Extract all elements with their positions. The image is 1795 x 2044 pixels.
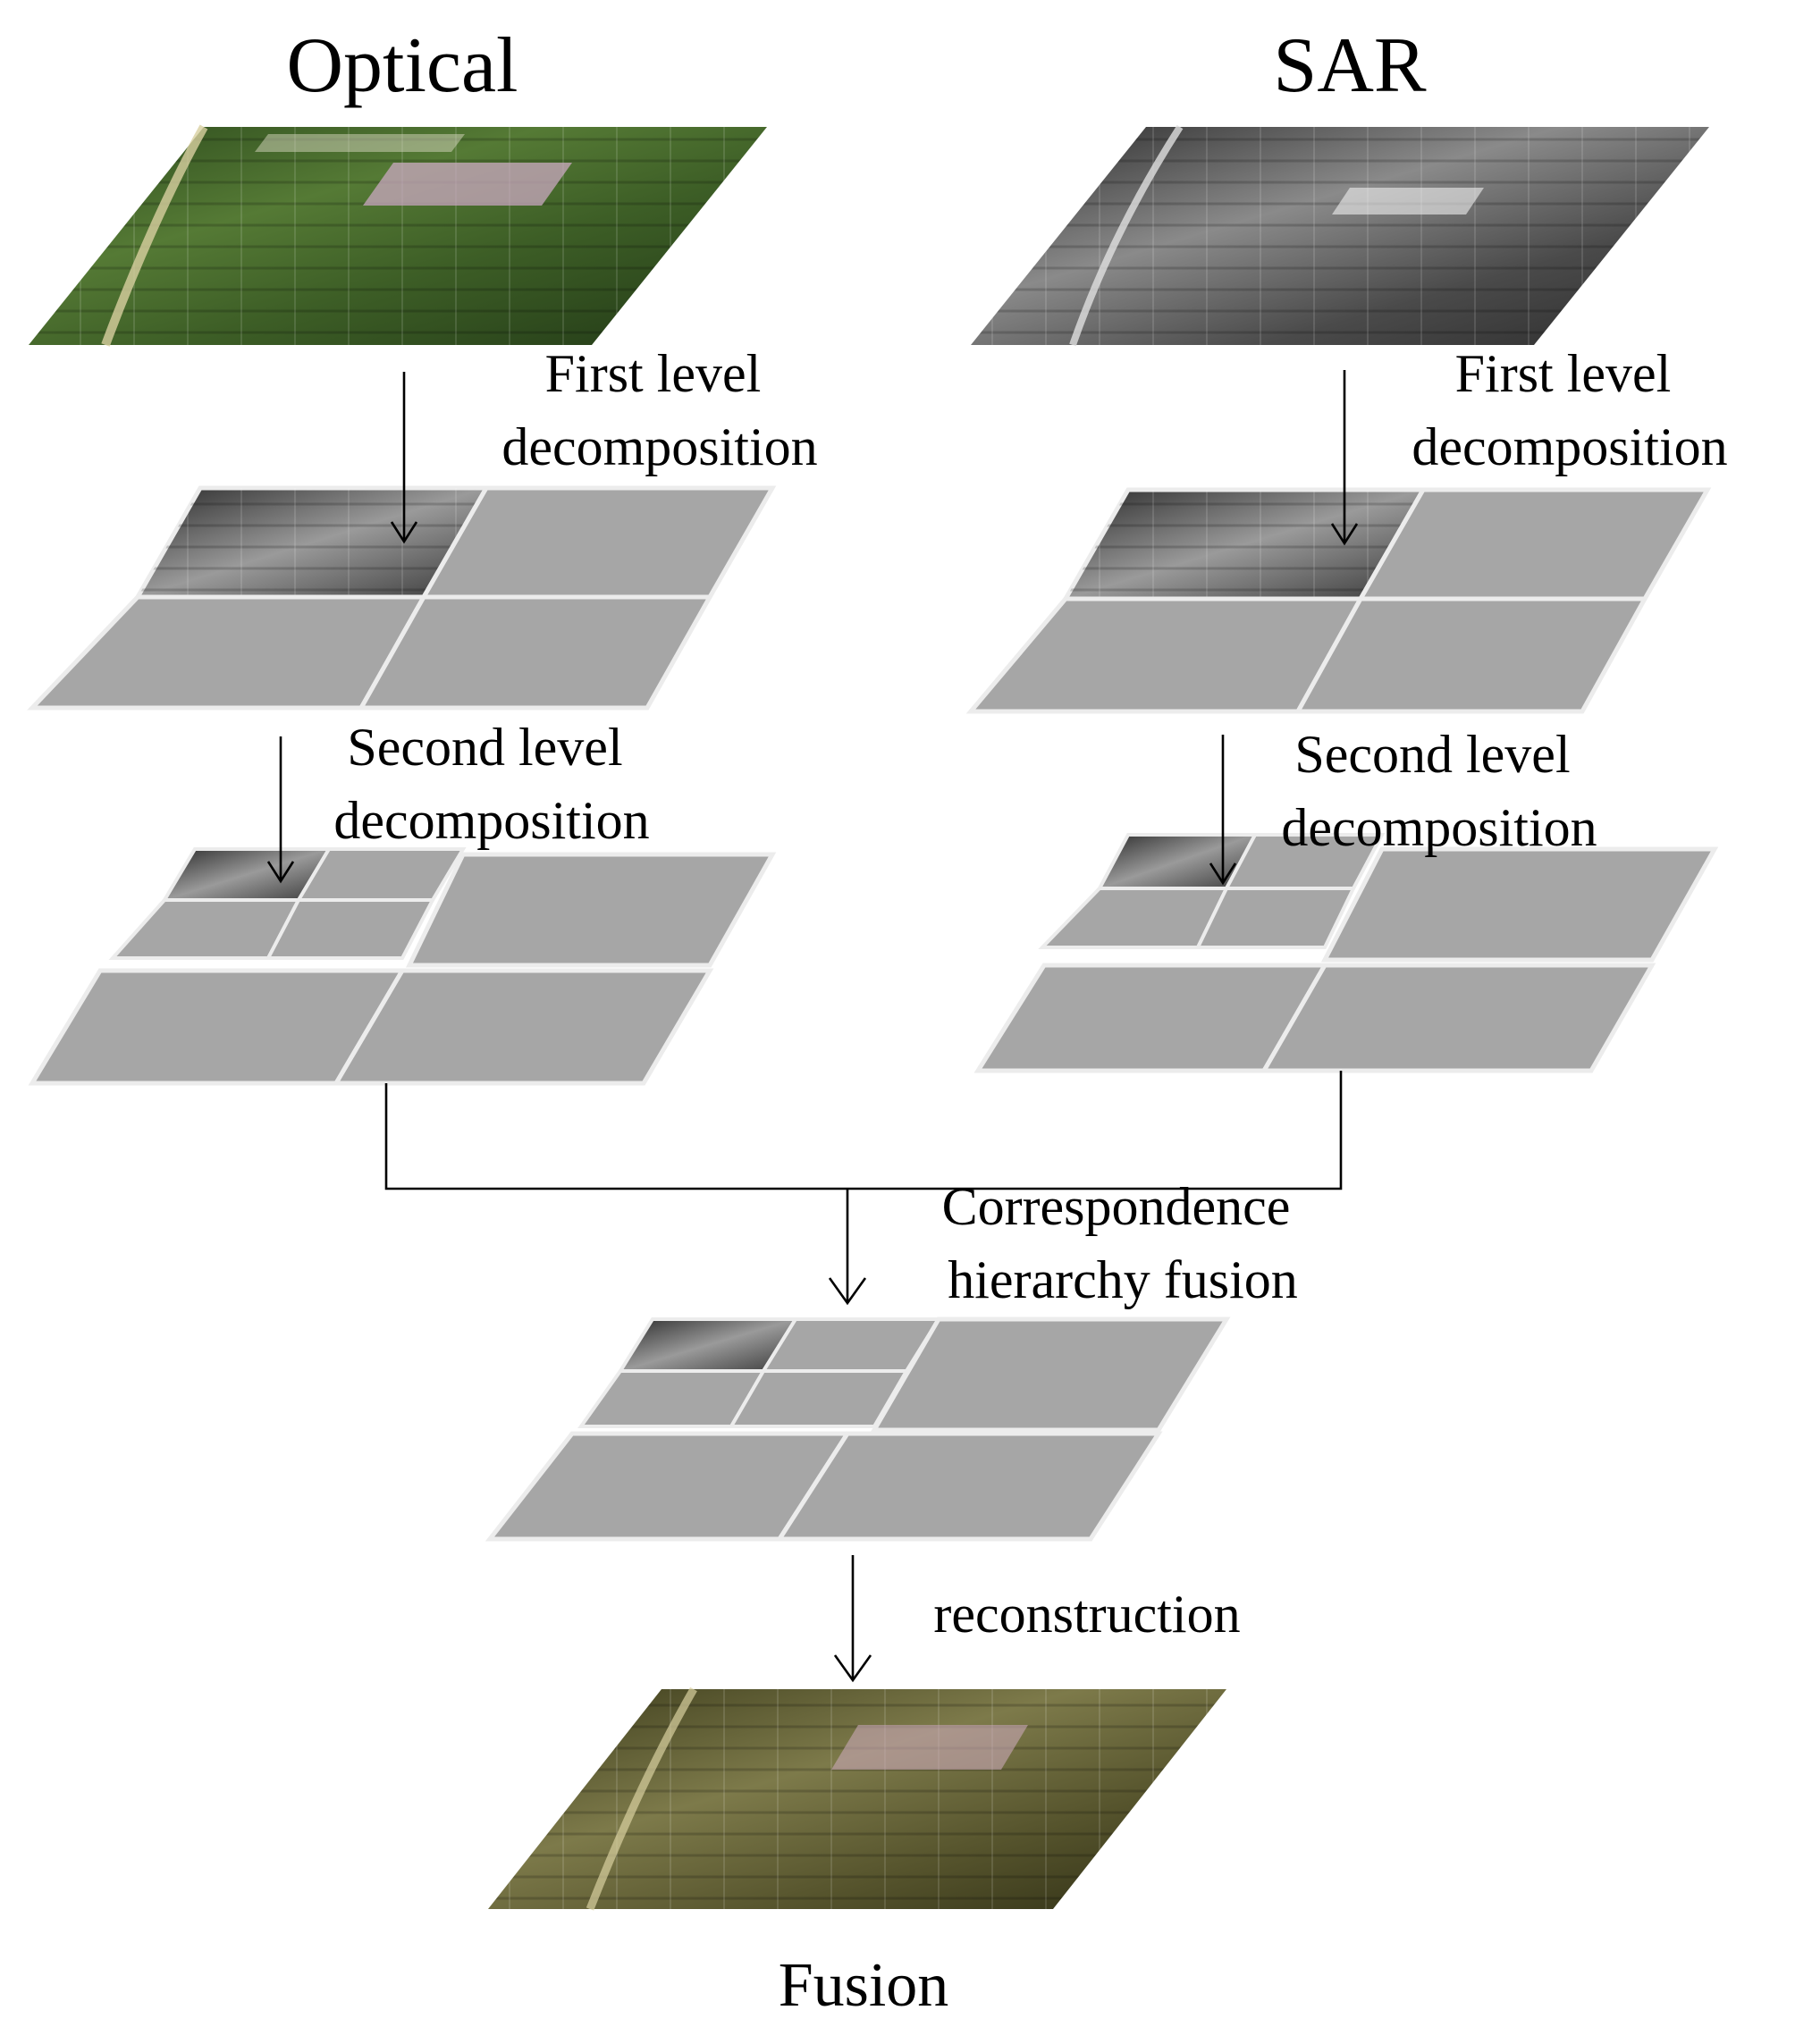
optical-first-level-label: First level decomposition xyxy=(501,344,817,476)
sar-second-level-label: Second level decomposition xyxy=(1281,725,1597,857)
sar-title: SAR xyxy=(1273,22,1426,109)
correspondence-fusion-label: Correspondence hierarchy fusion xyxy=(942,1177,1304,1309)
sar-second-level-subbands xyxy=(973,833,1719,1073)
reconstruction-label: reconstruction xyxy=(933,1585,1240,1644)
sar-second-arrow xyxy=(1209,735,1237,886)
sar-input-image xyxy=(971,124,1709,347)
optical-second-level-label: Second level decomposition xyxy=(333,718,649,850)
optical-second-arrow xyxy=(266,736,295,884)
merge-connector xyxy=(384,1071,1343,1306)
reconstruction-arrow xyxy=(833,1555,872,1683)
sar-first-arrow xyxy=(1330,370,1359,546)
fusion-title: Fusion xyxy=(779,1951,949,2020)
sar-first-level-label: First level decomposition xyxy=(1412,344,1727,476)
optical-first-level-subbands xyxy=(27,485,777,711)
sar-first-level-subbands xyxy=(965,487,1712,714)
optical-first-arrow xyxy=(390,372,418,544)
optical-title: Optical xyxy=(286,22,518,109)
fusion-output-image xyxy=(488,1687,1226,1911)
optical-second-level-subbands xyxy=(28,847,777,1086)
optical-input-image xyxy=(29,124,767,347)
fused-subbands xyxy=(485,1316,1231,1542)
